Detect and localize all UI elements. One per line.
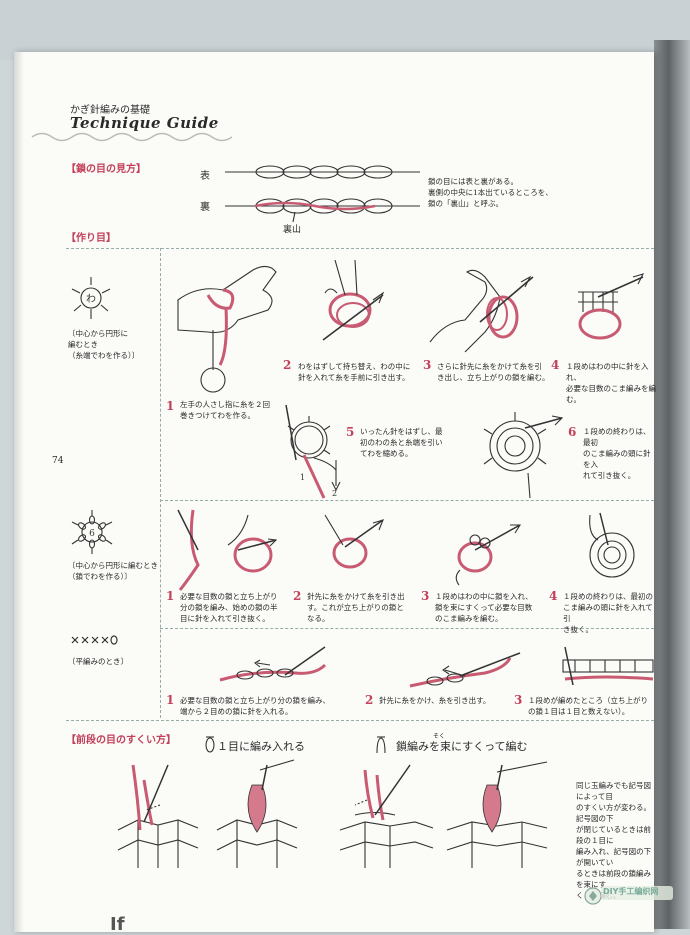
step-text: １段めはわの中に針を入れ、 必要な目数のこま編みを編む。 <box>566 362 656 404</box>
step-number: 3 <box>514 693 523 707</box>
first-row-sc-illustration <box>578 273 645 340</box>
front-label: 表 <box>200 171 210 182</box>
caption-single-stitch: １目に編み入れる <box>217 740 305 753</box>
header-wave-ornament <box>31 132 233 142</box>
puff-open-symbol-icon <box>376 736 386 754</box>
draw-up-chain-illustration <box>429 269 534 353</box>
step-number: 1 <box>166 399 175 413</box>
chain-ring-method-label: 〔中心から円形に編むとき （鎖でわを作る）〕 <box>68 561 158 581</box>
pull-tight-illustration: 1 2 <box>285 404 341 499</box>
back-label: 裏 <box>200 202 210 213</box>
step-text: １段めの終わりは、最初の こま編みの頭に針を入れて引 き抜く。 <box>563 592 653 634</box>
chain-ring-symbol-diagram: 6 <box>71 510 113 554</box>
flat-step2-illustration <box>409 652 521 688</box>
next-page-bleed-text: If <box>110 914 125 935</box>
divider <box>66 248 654 249</box>
step-text: いったん針をはずし、最 初のわの糸と糸端を引い てわを縮める。 <box>360 427 443 458</box>
slip-stitch-close-illustration <box>483 412 564 499</box>
step-number: 4 <box>551 358 560 372</box>
svg-text:6: 6 <box>89 529 95 539</box>
watermark-logo <box>584 886 673 905</box>
step-text: １段めはわの中に鎖を入れ、 鎖を束にすくって必要な目数 のこま編みを編む。 <box>435 592 533 623</box>
divider <box>160 500 654 501</box>
step-number: 2 <box>365 693 374 707</box>
prev-row-note: 同じ玉編みでも記号図によって目 のすくい方が変わる。記号図の下 が閉じているとき… <box>576 781 652 900</box>
step-text: 針先に糸をかけ、糸を引き出す。 <box>379 696 491 705</box>
chain-back-illustration <box>225 198 420 223</box>
step-number: 4 <box>549 589 558 603</box>
step-number: 3 <box>421 589 430 603</box>
step-number: 1 <box>166 589 175 603</box>
step-number: 2 <box>283 358 292 372</box>
prev-row-illustration-a2 <box>216 759 298 868</box>
puff-closed-symbol-icon <box>205 736 215 753</box>
page-gutter <box>14 52 24 932</box>
flat-method-label: 〔平編みのとき〕 <box>68 657 128 666</box>
step-text: 針先に糸をかけて糸を引き出 す。これが立ち上がりの鎖と なる。 <box>307 592 405 623</box>
step-number: 5 <box>346 425 355 439</box>
step-number: 3 <box>423 358 432 372</box>
step-text: さらに針先に糸をかけて糸を引 き出し、立ち上がりの鎖を編む。 <box>437 362 550 382</box>
caption-bundle-stitch: 鎖編みを束にすくって編む <box>396 740 528 753</box>
header-subtitle: かぎ針編みの基礎 <box>70 105 150 116</box>
divider <box>160 248 161 718</box>
chain-ring-step4-illustration <box>589 512 635 578</box>
section-title-foundation: 【作り目】 <box>66 233 116 244</box>
step-text: １段めが編めたところ（立ち上がり の鎖１目は１目と数えない）。 <box>528 696 648 716</box>
flat-symbol-diagram <box>71 635 118 645</box>
chain-ring-step1-illustration <box>177 509 278 591</box>
step-text: わをはずして持ち替え、わの中に 針を入れて糸を手前に引き出す。 <box>298 362 411 382</box>
page-number: 74 <box>52 456 64 466</box>
prev-row-illustration-b2 <box>446 761 548 868</box>
step-number: 6 <box>568 425 577 439</box>
step-text: 左手の人さし指に糸を２回 巻きつけてわを作る。 <box>180 400 270 420</box>
svg-text:2: 2 <box>332 489 337 498</box>
divider <box>66 720 654 721</box>
hand-wrap-illustration <box>177 265 277 393</box>
svg-text:わ: わ <box>86 293 96 305</box>
page-title: Technique Guide <box>70 114 219 132</box>
step-number: 1 <box>166 693 175 707</box>
step-text: 必要な目数の鎖と立ち上がり 分の鎖を編み、始めの鎖の半 目に針を入れて引き抜く。 <box>180 592 278 623</box>
chain-ring-step2-illustration <box>324 514 384 569</box>
chain-view-note: 鎖の目には表と裏がある。 裏側の中央に1本出ているところを、 鎖の「裏山」と呼ぶ… <box>428 177 553 208</box>
chain-front-illustration <box>225 165 420 179</box>
step-number: 2 <box>293 589 302 603</box>
section-title-chain-view: 【鎖の目の見方】 <box>66 164 146 175</box>
book-edge <box>654 40 690 929</box>
ring-method-label: 〔中心から円形に 編むとき （糸端でわを作る）〕 <box>68 329 140 360</box>
section-title-prev-row: 【前段の目のすくい方】 <box>66 735 176 746</box>
ring-symbol-diagram: わ <box>71 277 111 319</box>
step-text: １段めの終わりは、最初 のこま編みの頭に針を入 れて引き抜く。 <box>583 427 651 480</box>
scan-background <box>0 0 690 60</box>
svg-text:1: 1 <box>300 473 305 482</box>
document-page <box>14 52 654 932</box>
divider <box>160 628 654 629</box>
prev-row-illustration-b1 <box>339 764 434 868</box>
ring-needle-illustration <box>322 259 385 341</box>
prev-row-illustration-a1 <box>117 764 199 868</box>
ruby-text: そく <box>433 733 446 740</box>
chain-ring-step3-illustration <box>455 524 521 586</box>
flat-step1-illustration <box>219 646 327 682</box>
flat-step3-illustration <box>562 646 654 686</box>
watermark-text: DIY手工编织网 <box>603 887 659 896</box>
back-hump-label: 裏山 <box>283 225 302 235</box>
step-text: 必要な目数の鎖と立ち上がり分の鎖を編み、 端から２目めの鎖に針を入れる。 <box>180 696 330 716</box>
